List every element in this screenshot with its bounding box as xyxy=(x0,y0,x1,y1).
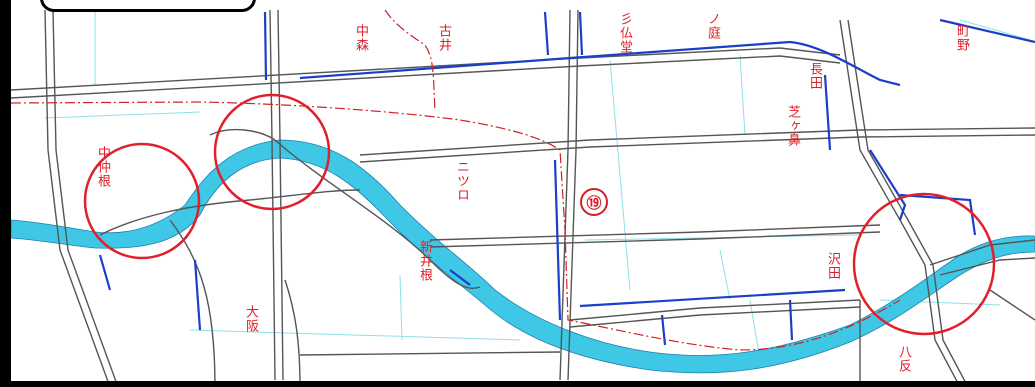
place-label-chubu: 中仲根 xyxy=(95,146,110,188)
highlight-circle-center[interactable] xyxy=(213,93,331,211)
place-label-sawada: 沢田 xyxy=(825,252,840,280)
admin-boundary xyxy=(10,101,901,351)
highlight-circle-left[interactable] xyxy=(83,142,201,260)
route-number-badge: ⑲ xyxy=(580,188,608,216)
place-label-hachi: 八反 xyxy=(896,345,911,373)
place-label-tsuributsudo: 彡仏堂 xyxy=(617,12,632,54)
frame-left-border xyxy=(0,0,11,387)
place-label-furui: 古井 xyxy=(436,24,451,52)
frame-bottom-border xyxy=(0,381,1035,387)
admin-boundary-north xyxy=(384,9,436,111)
place-label-shibagaka: 芝ヶ鼻 xyxy=(785,105,800,147)
place-label-arainae: 新井根 xyxy=(417,240,432,282)
legend-box xyxy=(40,0,256,12)
place-label-nagata: 長田 xyxy=(807,62,822,90)
field-lines xyxy=(44,10,1031,361)
place-label-machino: 町野 xyxy=(954,24,969,52)
highlight-circle-right[interactable] xyxy=(852,192,996,336)
roads xyxy=(10,9,1035,387)
place-label-nakamori: 中森 xyxy=(353,24,368,52)
place-label-yashiki: ノ庭 xyxy=(705,12,720,40)
place-label-osaka: 大阪 xyxy=(243,305,258,333)
river xyxy=(10,139,1035,374)
place-label-nijiro: ニツロ xyxy=(454,160,469,202)
